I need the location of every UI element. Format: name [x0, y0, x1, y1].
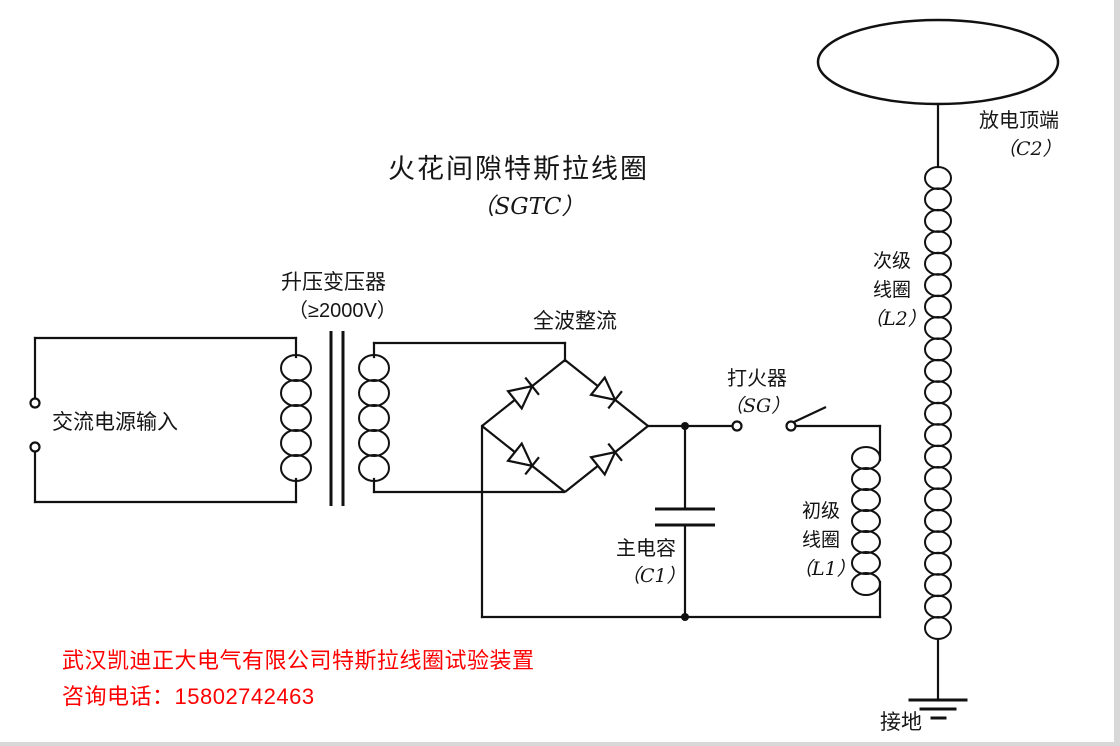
- label-ac-input: 交流电源输入: [52, 411, 178, 434]
- label-transformer-spec: （≥2000V）: [288, 300, 397, 322]
- label-ground: 接地: [880, 711, 922, 734]
- transformer-core: [329, 331, 345, 506]
- step-up-transformer: [280, 331, 390, 506]
- label-spark-gap: 打火器: [727, 368, 787, 390]
- label-capacitor: 主电容: [616, 538, 676, 560]
- label-capacitor-ref: （C1）: [621, 565, 686, 587]
- diode: [506, 376, 540, 411]
- transformer-primary-winding: [280, 354, 312, 482]
- label-top-terminal: 放电顶端: [979, 110, 1059, 132]
- label-primary-coil-ref: （L1）: [793, 558, 856, 580]
- ground-symbol: [908, 698, 968, 720]
- diode: [589, 442, 623, 477]
- spark-gap-blade: [793, 406, 827, 423]
- primary-coil: [851, 446, 881, 596]
- junction-dot: [681, 422, 689, 430]
- label-secondary-coil-line1: 次级: [872, 251, 911, 272]
- label-primary-coil-line1: 初级: [801, 501, 840, 522]
- spark-gap-terminal: [731, 420, 743, 432]
- label-transformer: 升压变压器: [281, 271, 386, 294]
- ac-input-terminals: [29, 397, 41, 453]
- transformer-secondary-winding: [358, 354, 390, 482]
- spark-gap: [731, 406, 827, 432]
- label-spark-gap-ref: （SG）: [724, 395, 791, 417]
- spark-gap-terminal: [785, 420, 797, 432]
- label-secondary-coil-line2: 线圈: [872, 280, 911, 301]
- label-primary-coil-line2: 线圈: [801, 530, 840, 551]
- label-secondary-coil: 次级 线圈 （L2）: [864, 247, 927, 334]
- label-primary-coil: 初级 线圈 （L1）: [793, 497, 856, 584]
- diagram-title: 火花间隙特斯拉线圈: [388, 154, 649, 184]
- label-top-terminal-ref: （C2）: [997, 138, 1062, 160]
- footer-company-line: 武汉凯迪正大电气有限公司特斯拉线圈试验装置: [62, 648, 535, 673]
- main-capacitor: [655, 422, 715, 621]
- discharge-toroid: [816, 18, 1060, 106]
- bridge-rectifier: [481, 359, 649, 493]
- label-rectifier: 全波整流: [533, 310, 617, 333]
- diode: [589, 375, 623, 410]
- diagram-subtitle: （SGTC）: [471, 194, 585, 220]
- junction-dot: [681, 613, 689, 621]
- diode: [506, 441, 540, 476]
- ac-terminal-top: [29, 397, 41, 409]
- right-edge-strip: [1114, 0, 1120, 746]
- ac-terminal-bottom: [29, 441, 41, 453]
- bottom-edge-strip: [0, 742, 1120, 746]
- label-secondary-coil-ref: （L2）: [864, 308, 927, 330]
- secondary-coil: [924, 166, 952, 640]
- footer-phone-line: 咨询电话：15802742463: [62, 684, 315, 709]
